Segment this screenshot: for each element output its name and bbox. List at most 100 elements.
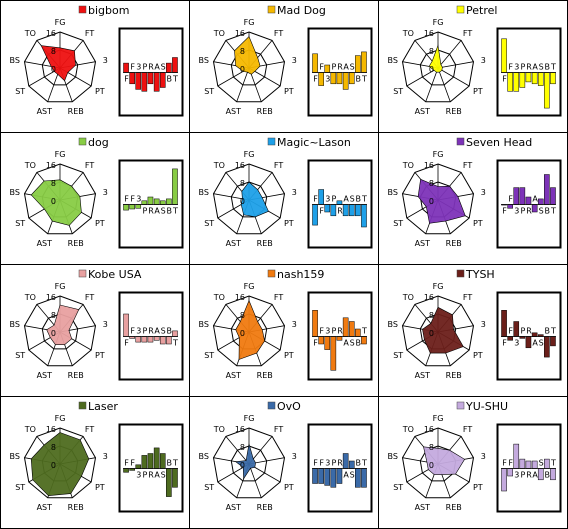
bar-chart-letter: R (337, 327, 343, 336)
radar-axis-label: 3 (292, 56, 297, 65)
bar-chart-bar (525, 196, 532, 205)
radar-tick-label: 8 (429, 311, 434, 320)
bar-chart-bar (544, 174, 550, 205)
radar-axis-label: FG (433, 18, 444, 27)
bar-chart-letter: P (142, 327, 147, 336)
bar-chart-bar (129, 72, 135, 85)
bar-chart-frame (118, 27, 184, 117)
bar-chart-bar (513, 72, 520, 92)
radar-axis-label: ST (393, 87, 403, 96)
bar-chart-bar (537, 198, 544, 205)
bar-chart-letter: F (313, 459, 318, 468)
radar-tick-label: 8 (429, 443, 434, 452)
bar-chart-letter: T (550, 207, 556, 216)
bar-chart-letter: S (539, 207, 544, 216)
bar-chart-letter: A (532, 63, 538, 72)
bar-chart-bar (166, 62, 172, 73)
player-color-swatch (78, 269, 87, 278)
bar-chart-letter: A (343, 63, 349, 72)
bar-chart-bar (135, 464, 142, 469)
radar-mid-ring (230, 181, 268, 218)
radar-axis-label: ST (15, 351, 25, 360)
bar-chart-letter: F (130, 195, 135, 204)
radar-axis-label: TO (213, 293, 225, 302)
bar-chart-letter: T (361, 327, 367, 336)
radar-axis-label: ST (393, 483, 403, 492)
radar-axis-label: REB (257, 371, 273, 380)
bar-chart-bar (361, 468, 367, 488)
bar-chart-letter: F (124, 459, 129, 468)
radar-data-area (40, 45, 76, 82)
bar-chart-bar (336, 200, 343, 205)
bar-chart-letter: P (142, 207, 147, 216)
bar-chart-bar (355, 468, 361, 488)
radar-axis-label: TO (24, 29, 36, 38)
radar-tick-label: 0 (429, 197, 434, 206)
bar-chart-bar (324, 204, 331, 213)
bar-chart-letter: F (502, 459, 507, 468)
bar-chart-letter: T (361, 195, 367, 204)
bar-chart-letter: A (154, 327, 160, 336)
bar-chart-letter: S (350, 471, 355, 480)
player-name: Seven Head (466, 136, 532, 149)
radar-tick-label: 16 (46, 293, 56, 302)
bar-chart-letter: 3 (325, 459, 330, 468)
player-color-swatch (456, 137, 465, 146)
radar-axis-label: FT (85, 161, 94, 170)
radar-axis-label: FG (55, 414, 66, 423)
radar-tick-label: 8 (51, 311, 56, 320)
bar-chart-letter: F (508, 63, 513, 72)
bar-chart-bar (507, 468, 513, 477)
bar-chart-letter: 3 (514, 339, 519, 348)
bar-chart-bar (153, 198, 160, 205)
bar-chart-letter: F (130, 63, 135, 72)
player-name: bigbom (88, 4, 129, 17)
bar-chart-letter: S (161, 207, 166, 216)
bar-chart-letter: S (350, 195, 355, 204)
radar-tick-label: 16 (46, 161, 56, 170)
radar-spoke (248, 463, 262, 498)
bar-chart-bar (501, 38, 507, 73)
bar-chart-letter: T (550, 459, 556, 468)
radar-axis-label: AST (37, 239, 53, 248)
radar-axis-label: AST (415, 107, 431, 116)
bar-chart-letter: T (361, 75, 367, 84)
player-color-swatch (78, 5, 87, 14)
bar-chart-bar (330, 72, 337, 85)
player-name: YU-SHU (465, 400, 508, 413)
radar-axis-label: FT (463, 29, 472, 38)
radar-axis-label: AST (37, 503, 53, 512)
bar-chart-bar (147, 453, 154, 469)
bar-chart-bar (324, 64, 331, 73)
radar-axis-label: FT (274, 425, 283, 434)
bar-chart-letter: B (545, 207, 551, 216)
bar-chart-bar (172, 330, 178, 337)
radar-spoke (225, 436, 250, 465)
bar-chart-letter: T (172, 75, 178, 84)
bar-chart-letter: A (532, 339, 538, 348)
bar-chart-letter: T (550, 327, 556, 336)
bar-chart-frame (496, 291, 562, 381)
radar-axis-label: BS (198, 320, 208, 329)
bar-chart-letter: A (532, 471, 538, 480)
bar-chart-letter: R (148, 63, 154, 72)
bar-chart-bar (550, 187, 556, 205)
bar-chart-bar (147, 72, 154, 85)
radar-axis-label: FG (433, 282, 444, 291)
bar-chart-bar (135, 336, 142, 343)
bar-chart-letter: P (142, 471, 147, 480)
bar-chart-letter: F (124, 195, 129, 204)
bar-chart-letter: 3 (136, 327, 141, 336)
radar-axis-label: BS (387, 56, 397, 65)
bar-chart-letter: P (331, 195, 336, 204)
bar-chart-bar (159, 336, 166, 345)
bar-chart-letter: A (343, 195, 349, 204)
player-name: Kobe USA (88, 268, 142, 281)
radar-tick-label: 0 (240, 329, 245, 338)
radar-tick-label: 16 (424, 293, 434, 302)
bar-chart-letter: S (539, 63, 544, 72)
player-name: TYSH (465, 268, 495, 281)
